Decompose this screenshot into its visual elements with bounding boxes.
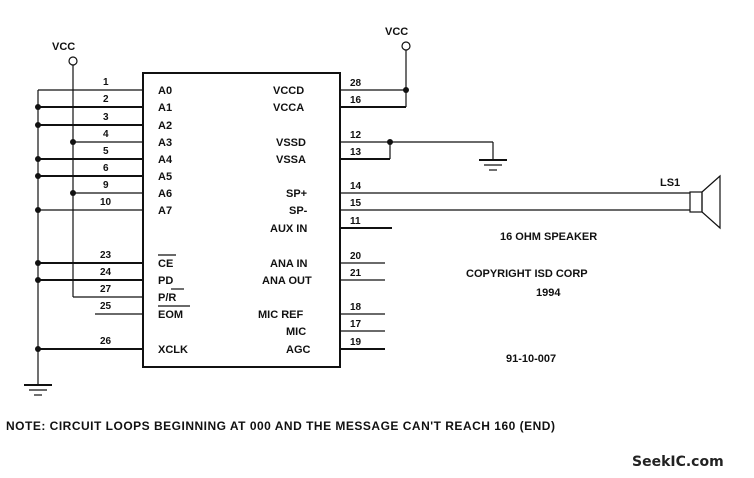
- svg-text:A7: A7: [158, 205, 172, 217]
- svg-text:2: 2: [103, 94, 109, 105]
- pin-pr: 27 P/R: [73, 284, 184, 304]
- pin-pd: 24 PD: [35, 267, 173, 287]
- svg-text:17: 17: [350, 319, 362, 330]
- svg-text:21: 21: [350, 268, 362, 279]
- svg-text:19: 19: [350, 337, 362, 348]
- vcc-left-label: VCC: [52, 41, 75, 53]
- svg-text:PD: PD: [158, 275, 173, 287]
- svg-text:VSSA: VSSA: [276, 154, 306, 166]
- svg-text:VCCD: VCCD: [273, 85, 304, 97]
- pin-a7: 10 A7: [35, 197, 172, 217]
- pin-a6: 9 A6: [70, 180, 172, 200]
- svg-text:CE: CE: [158, 258, 173, 270]
- svg-text:24: 24: [100, 267, 112, 278]
- vcc-right-label: VCC: [385, 26, 408, 38]
- svg-text:EOM: EOM: [158, 309, 183, 321]
- svg-text:AUX IN: AUX IN: [270, 223, 307, 235]
- svg-text:A3: A3: [158, 137, 172, 149]
- svg-text:A1: A1: [158, 102, 172, 114]
- pin-a3: 4 A3: [70, 129, 172, 149]
- svg-text:25: 25: [100, 301, 112, 312]
- svg-text:16: 16: [350, 95, 362, 106]
- speaker-ref: LS1: [660, 177, 680, 189]
- vcc-left-terminal: [68, 56, 78, 66]
- svg-text:AGC: AGC: [286, 344, 311, 356]
- pin-a4: 5 A4: [35, 146, 173, 166]
- svg-text:26: 26: [100, 336, 112, 347]
- copyright-line2: 1994: [536, 287, 561, 299]
- svg-text:18: 18: [350, 302, 362, 313]
- svg-text:10: 10: [100, 197, 112, 208]
- pin-sp-plus: 14 SP+: [286, 181, 690, 200]
- copyright-line1: COPYRIGHT ISD CORP: [466, 268, 588, 280]
- svg-text:23: 23: [100, 250, 112, 261]
- svg-text:14: 14: [350, 181, 362, 192]
- doc-number: 91-10-007: [506, 353, 556, 365]
- pin-xclk: 26 XCLK: [35, 336, 188, 356]
- pin-vssd: 12 VSSD: [276, 130, 393, 149]
- svg-text:27: 27: [100, 284, 112, 295]
- pin-aux-in: 11 AUX IN: [270, 216, 392, 235]
- pin-ana-out: 21 ANA OUT: [262, 268, 385, 287]
- pin-ce: 23 CE: [35, 250, 176, 270]
- svg-text:A4: A4: [158, 154, 173, 166]
- svg-text:ANA OUT: ANA OUT: [262, 275, 312, 287]
- svg-text:MIC REF: MIC REF: [258, 309, 304, 321]
- svg-text:5: 5: [103, 146, 109, 157]
- svg-text:12: 12: [350, 130, 362, 141]
- svg-text:A5: A5: [158, 171, 172, 183]
- svg-text:A6: A6: [158, 188, 172, 200]
- speaker-caption: 16 OHM SPEAKER: [500, 231, 597, 243]
- svg-text:20: 20: [350, 251, 362, 262]
- svg-text:VSSD: VSSD: [276, 137, 306, 149]
- pin-a5: 6 A5: [35, 163, 172, 183]
- ground-left-symbol: [24, 384, 52, 396]
- pin-vccd: 28 VCCD: [273, 78, 409, 97]
- svg-text:6: 6: [103, 163, 109, 174]
- pin-sp-minus: 15 SP-: [289, 198, 690, 217]
- svg-text:9: 9: [103, 180, 109, 191]
- circuit-note: NOTE: CIRCUIT LOOPS BEGINNING AT 000 AND…: [6, 419, 555, 433]
- pin-a2: 3 A2: [35, 112, 172, 132]
- svg-text:XCLK: XCLK: [158, 344, 188, 356]
- svg-text:3: 3: [103, 112, 109, 123]
- watermark: SeekIC.com: [632, 454, 724, 470]
- svg-text:13: 13: [350, 147, 362, 158]
- svg-text:A0: A0: [158, 85, 172, 97]
- pin-ana-in: 20 ANA IN: [270, 251, 385, 270]
- svg-text:4: 4: [103, 129, 109, 140]
- pin-mic: 17 MIC: [286, 319, 385, 338]
- pin-vssa: 13 VSSA: [276, 147, 390, 166]
- svg-text:SP-: SP-: [289, 205, 308, 217]
- svg-text:11: 11: [350, 216, 361, 227]
- svg-text:15: 15: [350, 198, 362, 209]
- pin-eom: 25 EOM: [95, 301, 190, 321]
- vcc-right-terminal: [401, 41, 411, 51]
- speaker-icon: [689, 174, 721, 230]
- svg-text:ANA IN: ANA IN: [270, 258, 308, 270]
- svg-text:1: 1: [103, 77, 109, 88]
- ic-body: [142, 72, 341, 368]
- svg-text:SP+: SP+: [286, 188, 307, 200]
- svg-text:VCCA: VCCA: [273, 102, 304, 114]
- pin-vcca: 16 VCCA: [273, 95, 406, 114]
- svg-text:A2: A2: [158, 120, 172, 132]
- pin-a1: 2 A1: [35, 94, 172, 114]
- svg-text:28: 28: [350, 78, 362, 89]
- pin-a0: 1 A0: [38, 77, 172, 97]
- svg-text:MIC: MIC: [286, 326, 306, 338]
- pin-mic-ref: 18 MIC REF: [258, 302, 385, 321]
- pin-agc: 19 AGC: [286, 337, 385, 356]
- ground-right-symbol: [479, 159, 507, 171]
- svg-text:P/R: P/R: [158, 292, 176, 304]
